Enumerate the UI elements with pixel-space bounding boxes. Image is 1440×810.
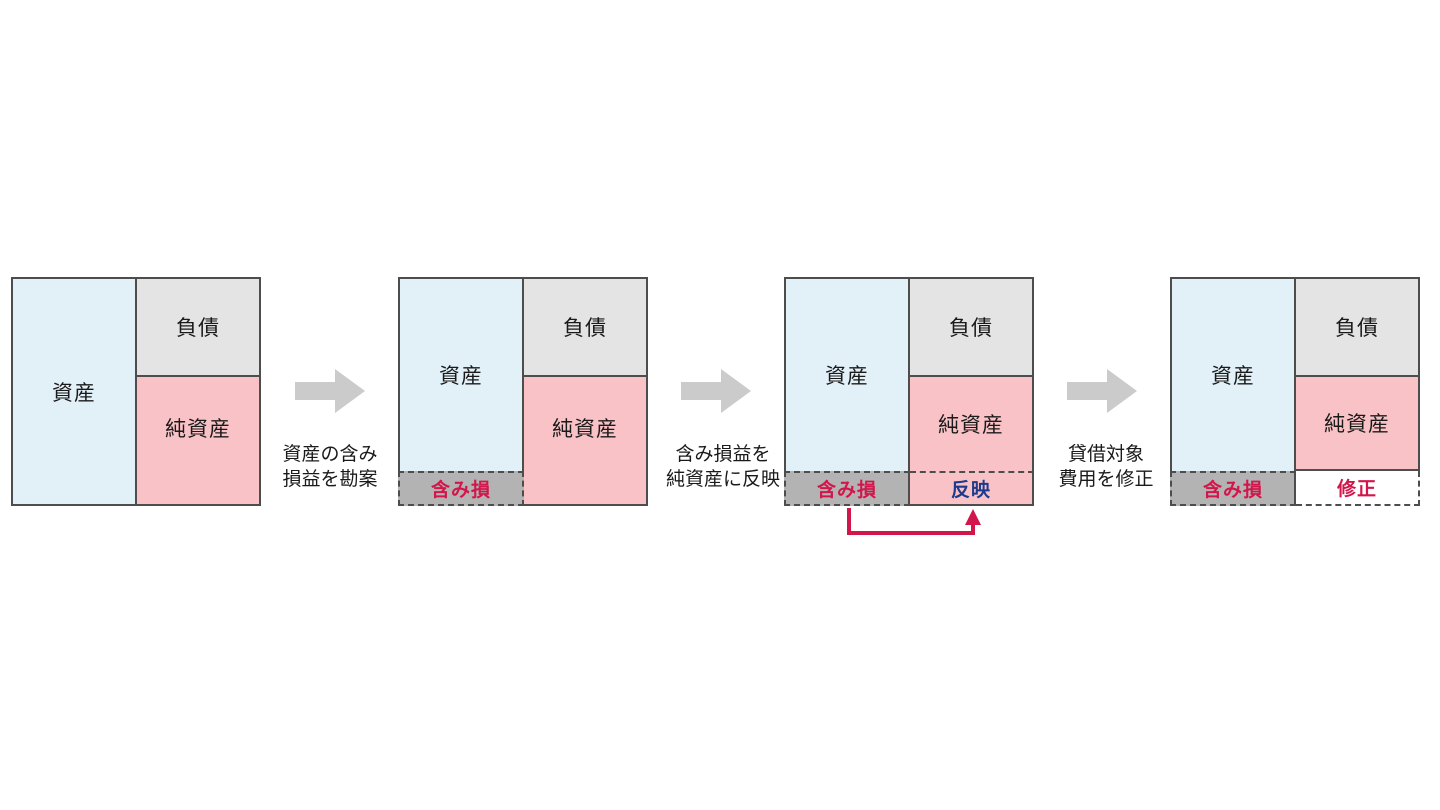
net-asset-region: 純資産 <box>137 377 261 506</box>
step-caption-3: 貸借対象 費用を修正 <box>1026 442 1186 492</box>
liability-region: 負債 <box>137 277 261 377</box>
right-arrow-icon <box>1067 369 1137 413</box>
unrealized-loss-label: 含み損 <box>430 480 491 501</box>
asset-label: 資産 <box>825 365 869 388</box>
net-asset-label: 純資産 <box>552 417 618 441</box>
balance-sheet-box-1: 資産 負債 純資産 <box>11 277 261 506</box>
unrealized-loss-label: 含み損 <box>816 480 877 501</box>
unrealized-loss-strip: 含み損 <box>784 471 910 506</box>
asset-region: 資産 <box>398 277 524 471</box>
asset-region: 資産 <box>1170 277 1296 471</box>
liability-region: 負債 <box>910 277 1034 377</box>
liability-label: 負債 <box>563 317 607 340</box>
unrealized-loss-label: 含み損 <box>1202 480 1263 501</box>
liability-label: 負債 <box>1335 317 1379 340</box>
caption-line: 純資産に反映 <box>665 469 780 490</box>
reflect-label: 反映 <box>950 480 991 501</box>
net-asset-region: 純資産 <box>524 377 648 506</box>
unrealized-loss-strip: 含み損 <box>398 471 524 506</box>
caption-line: 費用を修正 <box>1058 469 1154 490</box>
asset-label: 資産 <box>439 365 483 388</box>
right-arrow-icon <box>681 369 751 413</box>
step-caption-2: 含み損益を 純資産に反映 <box>643 442 803 492</box>
asset-region: 資産 <box>784 277 910 471</box>
unrealized-loss-strip: 含み損 <box>1170 471 1296 506</box>
reflect-strip: 反映 <box>910 471 1034 506</box>
liability-region: 負債 <box>1296 277 1420 377</box>
balance-sheet-box-4: 資産 負債 純資産 含み損 修正 <box>1170 277 1420 506</box>
liability-label: 負債 <box>949 317 993 340</box>
net-asset-label: 純資産 <box>1324 413 1390 436</box>
liability-label: 負債 <box>176 317 220 340</box>
asset-label: 資産 <box>52 381 96 405</box>
balance-sheet-box-3: 資産 負債 純資産 含み損 反映 <box>784 277 1034 506</box>
asset-region: 資産 <box>11 277 137 506</box>
net-asset-region: 純資産 <box>910 377 1034 471</box>
asset-label: 資産 <box>1211 365 1255 388</box>
correction-strip: 修正 <box>1296 471 1420 506</box>
net-asset-label: 純資産 <box>938 414 1004 437</box>
net-asset-region: 純資産 <box>1296 377 1420 471</box>
caption-line: 資産の含み <box>282 444 378 465</box>
caption-line: 貸借対象 <box>1067 444 1144 465</box>
balance-sheet-box-2: 資産 負債 純資産 含み損 <box>398 277 648 506</box>
step-caption-1: 資産の含み 損益を勘案 <box>250 442 410 492</box>
loss-to-net-transfer-arrow-icon <box>847 508 981 535</box>
correction-label: 修正 <box>1336 479 1377 500</box>
caption-line: 含み損益を <box>675 444 771 465</box>
net-asset-label: 純資産 <box>165 417 231 441</box>
caption-line: 損益を勘案 <box>282 469 378 490</box>
right-arrow-icon <box>295 369 365 413</box>
liability-region: 負債 <box>524 277 648 377</box>
